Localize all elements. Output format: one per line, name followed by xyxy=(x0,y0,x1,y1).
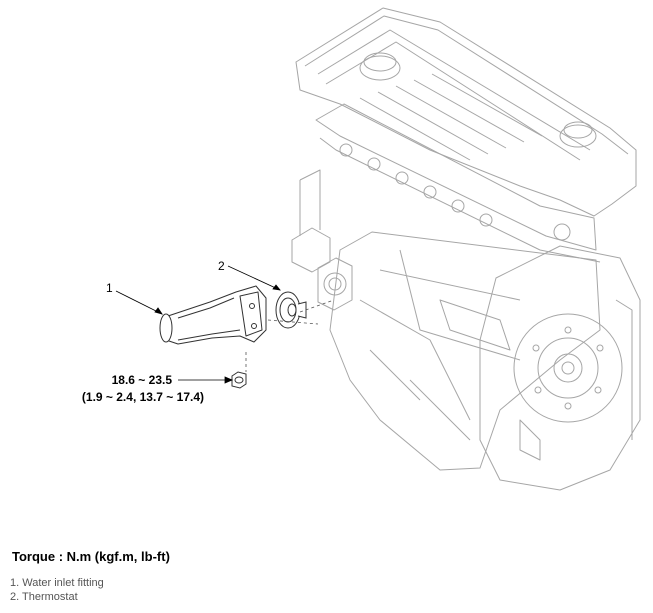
callout-number-1: 1 xyxy=(106,281,113,295)
torque-value-line2: (1.9 ~ 2.4, 13.7 ~ 17.4) xyxy=(82,390,204,404)
mounting-bolt xyxy=(231,371,247,389)
assembly-guide-lines xyxy=(245,299,335,372)
legend-item-water-inlet-fitting: 1. Water inlet fitting xyxy=(10,577,104,589)
torque-value-line1: 18.6 ~ 23.5 xyxy=(112,373,173,387)
callout-number-2: 2 xyxy=(218,259,225,273)
water-inlet-fitting-part xyxy=(159,285,267,345)
torque-unit-heading: Torque : N.m (kgf.m, lb-ft) xyxy=(12,549,170,564)
engine-exploded-diagram: 1 2 18.6 ~ 23.5 (1.9 ~ 2.4, 13.7 ~ 17.4) xyxy=(82,7,641,491)
legend-item-thermostat: 2. Thermostat xyxy=(10,591,78,603)
thermostat-part xyxy=(275,291,307,329)
engine-block-drawing xyxy=(291,7,641,491)
callout-leader-lines xyxy=(115,265,281,384)
parts-legend: 1. Water inlet fitting 2. Thermostat xyxy=(10,576,104,604)
